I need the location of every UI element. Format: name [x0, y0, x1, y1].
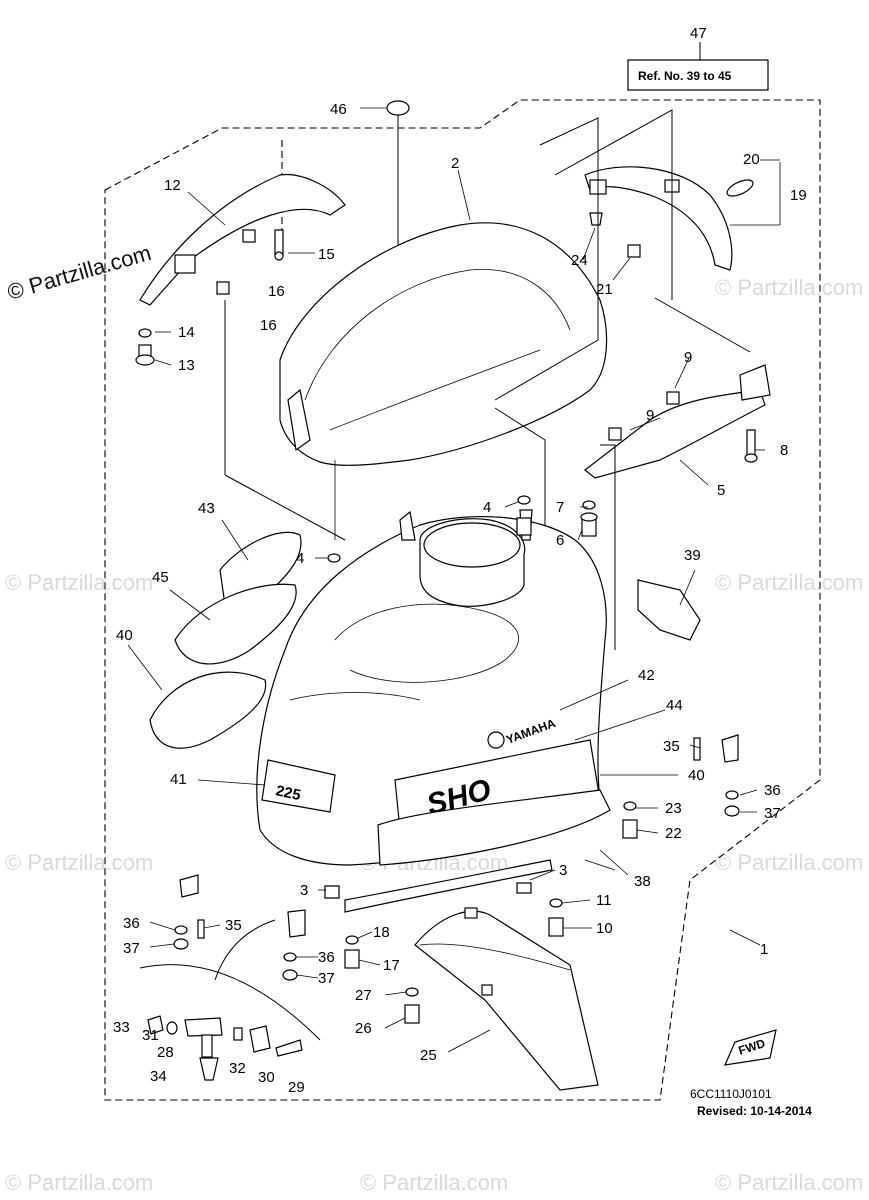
- callout-3b: 3: [300, 882, 308, 899]
- part-19-side-rail-right: [584, 166, 733, 271]
- fasteners: [173, 495, 740, 1024]
- part-12-side-rail-left: [139, 173, 346, 306]
- part-46-grommet: [386, 100, 410, 116]
- diagram-code: 6CC1110J0101: [690, 1087, 772, 1101]
- callout-31: 31: [142, 1027, 159, 1044]
- part-25-lower-cover: [414, 910, 599, 1091]
- part-20-pad: [726, 179, 754, 197]
- callout-38: 38: [634, 873, 651, 890]
- callout-11: 11: [596, 892, 612, 909]
- callout-40b: 40: [688, 767, 705, 784]
- callout-4b: 4: [296, 550, 304, 567]
- callout-10: 10: [596, 920, 613, 937]
- callout-15: 15: [318, 246, 335, 263]
- part-38-band: [377, 789, 611, 866]
- callout-40a: 40: [116, 627, 133, 644]
- callout-24: 24: [571, 252, 588, 269]
- detail-bracket: [139, 964, 321, 1041]
- callout-32: 32: [229, 1060, 246, 1077]
- callout-33: 33: [113, 1019, 130, 1036]
- callout-23: 23: [665, 800, 682, 817]
- callout-45: 45: [152, 569, 169, 586]
- callout-37a: 37: [764, 805, 781, 822]
- callout-37b: 37: [318, 970, 335, 987]
- callout-22: 22: [665, 825, 682, 842]
- watermark-center-bottom: © Partzilla.com: [360, 1170, 508, 1195]
- callout-9a: 9: [684, 349, 692, 366]
- part-39-decal: [637, 579, 701, 641]
- callout-41: 41: [170, 771, 187, 788]
- callout-27: 27: [355, 987, 372, 1004]
- watermark-right-top: © Partzilla.com: [715, 275, 863, 300]
- watermark-left-mid: © Partzilla.com: [5, 570, 153, 595]
- callout-36b: 36: [318, 949, 335, 966]
- callout-18: 18: [373, 924, 390, 941]
- reference-box-frame: [627, 59, 769, 91]
- callout-43: 43: [198, 500, 215, 517]
- callout-3a: 3: [559, 862, 567, 879]
- callout-44: 44: [666, 697, 683, 714]
- callout-12: 12: [164, 177, 181, 194]
- callout-16b: 16: [260, 317, 277, 334]
- watermark-right-bottom: © Partzilla.com: [715, 1170, 863, 1195]
- reference-box: Ref. No. 39 to 45 47: [627, 25, 769, 91]
- callout-9b: 9: [646, 407, 654, 424]
- callout-7: 7: [556, 499, 564, 516]
- callout-36a: 36: [764, 782, 781, 799]
- callout-47: 47: [690, 25, 707, 42]
- callout-35a: 35: [663, 738, 680, 755]
- callout-21: 21: [596, 281, 613, 298]
- callout-42: 42: [638, 667, 655, 684]
- callout-29: 29: [288, 1079, 305, 1096]
- callout-2: 2: [451, 155, 459, 172]
- watermark-left-bottom: © Partzilla.com: [5, 1170, 153, 1195]
- part-5-lower-rail: [584, 389, 766, 479]
- callout-19: 19: [790, 187, 807, 204]
- callout-16a: 16: [268, 283, 285, 300]
- callout-14: 14: [178, 324, 195, 341]
- leader-lines: [127, 159, 781, 1053]
- watermark-main: © Partzilla.com: [4, 240, 153, 305]
- part-45-decal: [174, 583, 297, 665]
- callout-8: 8: [780, 442, 788, 459]
- callout-36c: 36: [123, 915, 140, 932]
- callout-25: 25: [420, 1047, 437, 1064]
- reference-box-text: Ref. No. 39 to 45: [638, 69, 732, 83]
- fwd-arrow: FWD: [724, 1029, 777, 1066]
- part-2-top-cowling: [279, 222, 608, 466]
- callout-5: 5: [717, 482, 725, 499]
- revised-date: Revised: 10-14-2014: [697, 1104, 812, 1118]
- callout-17: 17: [383, 957, 400, 974]
- callout-26: 26: [355, 1020, 372, 1037]
- callout-28: 28: [157, 1044, 174, 1061]
- callout-39: 39: [684, 547, 701, 564]
- watermark-right-mid: © Partzilla.com: [715, 570, 863, 595]
- watermark-left-low: © Partzilla.com: [5, 850, 153, 875]
- part-40-decal-left: [149, 671, 267, 749]
- callout-20: 20: [743, 151, 760, 168]
- model-number-text: 225: [274, 782, 302, 804]
- callout-labels: 46 2 12 15 16 16 14 13 20 19 24 21 9 9 8…: [113, 101, 807, 1096]
- assembly-outline: [104, 99, 821, 1101]
- callout-35b: 35: [225, 917, 242, 934]
- callout-6: 6: [556, 532, 564, 549]
- callout-1: 1: [760, 941, 768, 958]
- watermark-right-low: © Partzilla.com: [715, 850, 863, 875]
- callout-46: 46: [330, 101, 347, 118]
- part-41-model-decal: [261, 759, 336, 813]
- callout-13: 13: [178, 357, 195, 374]
- detail-parts: [147, 1015, 303, 1081]
- callout-4a: 4: [483, 499, 491, 516]
- callout-30: 30: [258, 1069, 275, 1086]
- callout-34: 34: [150, 1068, 167, 1085]
- callout-37c: 37: [123, 940, 140, 957]
